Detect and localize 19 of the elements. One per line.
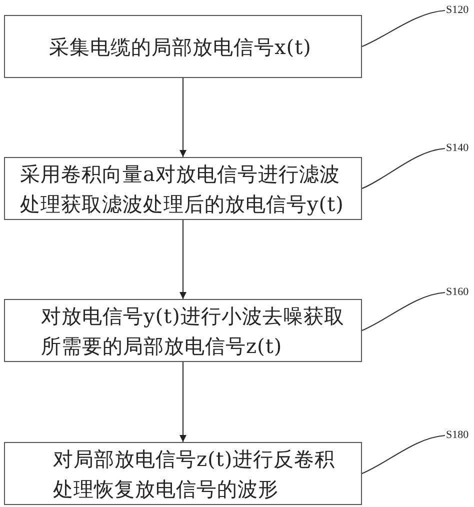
process-box xyxy=(4,157,362,220)
leader-line xyxy=(362,148,446,189)
step-label: S120 xyxy=(446,4,469,17)
step-label: S140 xyxy=(446,142,469,155)
process-box xyxy=(4,299,362,362)
arrow xyxy=(180,220,186,299)
step-text: 采用卷积向量a对放电信号进行滤波处理获取滤波处理后的放电信号y(t) xyxy=(20,160,345,218)
leader-line xyxy=(362,10,446,47)
step-text: 采集电缆的局部放电信号x(t) xyxy=(49,34,312,60)
arrow xyxy=(180,362,186,442)
arrow xyxy=(180,78,186,157)
step-text: 对放电信号y(t)进行小波去噪获取所需要的局部放电信号z(t) xyxy=(41,302,346,360)
step-text: 对局部放电信号z(t)进行反卷积处理恢复放电信号的波形 xyxy=(53,446,336,502)
step-label: S160 xyxy=(446,286,469,299)
process-box xyxy=(4,442,362,505)
leader-line xyxy=(362,434,446,474)
leader-line xyxy=(362,292,446,331)
step-label: S180 xyxy=(446,429,469,442)
process-box xyxy=(4,15,362,78)
